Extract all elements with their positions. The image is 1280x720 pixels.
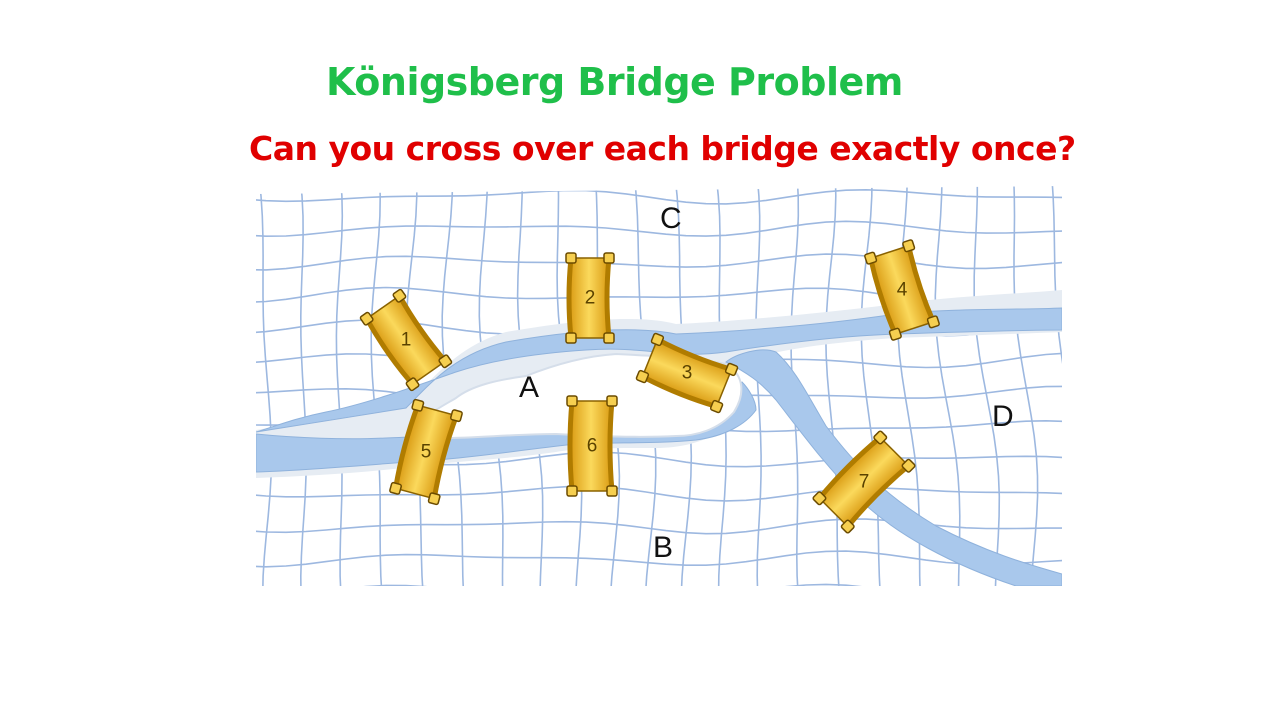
bridge-1: 1	[359, 288, 453, 392]
grid-line	[256, 220, 1062, 238]
bridge-number-label: 2	[585, 288, 596, 309]
page-title: Königsberg Bridge Problem	[326, 60, 903, 104]
land-label-a: A	[519, 371, 539, 404]
bridge-number-label: 3	[682, 363, 693, 384]
bridge-number-label: 6	[587, 436, 598, 457]
bridge-5: 5	[389, 398, 463, 506]
bridge-3: 3	[635, 332, 739, 414]
bridge-2: 2	[565, 252, 615, 344]
bridge-number-label: 7	[859, 472, 870, 493]
bridge-6: 6	[566, 395, 618, 497]
grid-line	[258, 186, 273, 586]
grid-line	[335, 186, 344, 586]
grid-line	[299, 186, 308, 586]
grid-line	[824, 186, 841, 586]
grid-line	[934, 186, 961, 586]
grid-line	[256, 188, 1062, 205]
grid-line	[1051, 186, 1062, 586]
bridge-number-label: 4	[897, 280, 908, 301]
land-label-d: D	[992, 400, 1014, 433]
grid-line	[755, 186, 762, 586]
konigsberg-map: C A D B 1 2 3 4 5 6 7	[256, 186, 1062, 586]
grid-line	[973, 186, 1001, 586]
land-label-b: B	[653, 531, 673, 564]
grid-line	[1012, 186, 1039, 586]
bridge-number-label: 5	[421, 442, 432, 463]
river	[256, 307, 1062, 586]
question-text: Can you cross over each bridge exactly o…	[249, 129, 1076, 168]
bridge-7: 7	[812, 430, 916, 534]
grid-line	[256, 550, 1062, 568]
land-label-c: C	[660, 202, 682, 235]
grid-line	[256, 485, 1062, 502]
bridge-number-label: 1	[401, 330, 412, 351]
grid-line	[256, 583, 1062, 586]
bridge-4: 4	[864, 239, 940, 341]
grid-line	[256, 253, 1062, 271]
grid-line	[860, 186, 882, 586]
